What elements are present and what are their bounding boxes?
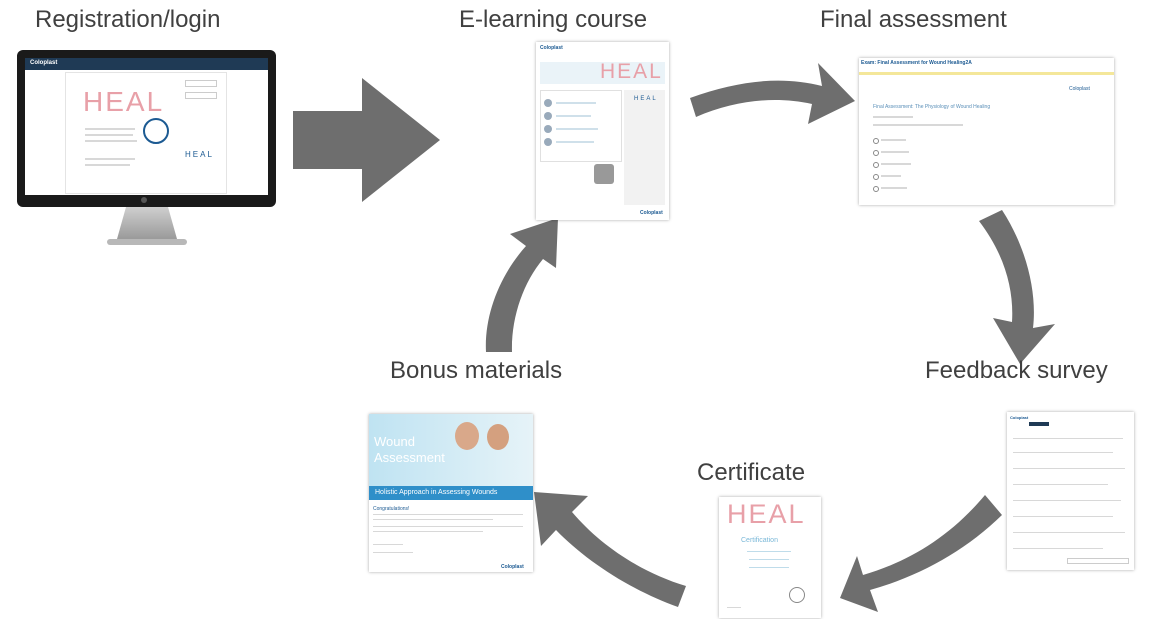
elearning-sidebar <box>624 90 665 205</box>
radio-option[interactable] <box>873 138 879 144</box>
label-assessment: Final assessment <box>820 6 1007 33</box>
certificate-heal: HEAL <box>727 499 806 529</box>
password-field[interactable] <box>185 92 217 99</box>
label-feedback: Feedback survey <box>925 357 1108 384</box>
arrow-registration-to-elearning <box>293 78 440 202</box>
bonus-title-1: Wound <box>374 434 415 449</box>
video-thumbnail[interactable] <box>594 164 614 184</box>
arrow-feedback-to-certificate <box>840 495 1002 612</box>
bonus-congrats: Congratulations! <box>373 506 410 512</box>
arrow-elearning-to-assessment <box>690 63 855 124</box>
elearning-screenshot: Coloplast HEAL HEAL Coloplast <box>536 42 669 220</box>
arrow-bonus-to-elearning <box>485 218 558 352</box>
assessment-screenshot: Exam: Final Assessment for Wound Healing… <box>859 58 1114 205</box>
person-face <box>487 424 509 450</box>
monitor-stand <box>117 207 177 239</box>
assessment-yellow-bar <box>859 72 1114 75</box>
assessment-heading: Final Assessment: The Physiology of Woun… <box>873 104 991 110</box>
feedback-screenshot: Coloplast <box>1007 412 1134 570</box>
module-icon <box>544 125 552 133</box>
arrow-assessment-to-feedback <box>979 210 1055 364</box>
feedback-buttons[interactable] <box>1067 558 1129 564</box>
label-elearning: E-learning course <box>459 6 648 33</box>
bonus-banner-text: Holistic Approach in Assessing Wounds <box>375 489 498 496</box>
radio-option[interactable] <box>873 150 879 156</box>
bonus-brand: Coloplast <box>501 564 524 570</box>
label-registration: Registration/login <box>35 6 221 33</box>
module-list <box>540 90 622 162</box>
screen-topbar <box>25 58 268 70</box>
heal-logo: HEAL <box>83 86 165 117</box>
assessment-title: Exam: Final Assessment for Wound Healing… <box>861 60 972 66</box>
heal-small: HEAL <box>185 150 214 159</box>
module-icon <box>544 99 552 107</box>
elearning-brand: Coloplast <box>540 45 563 51</box>
monitor: Coloplast HEAL HEAL <box>17 50 276 250</box>
person-face <box>455 422 479 450</box>
monitor-base <box>107 239 187 245</box>
label-certificate: Certificate <box>697 459 806 486</box>
login-panel <box>65 72 227 194</box>
bonus-title-2: Assessment <box>374 450 445 465</box>
feedback-tab[interactable] <box>1029 422 1049 426</box>
radio-option[interactable] <box>873 174 879 180</box>
assessment-brand: Coloplast <box>1069 86 1090 92</box>
monitor-bezel: Coloplast HEAL HEAL <box>17 50 276 207</box>
radio-option[interactable] <box>873 162 879 168</box>
arrow-certificate-to-bonus <box>534 492 686 607</box>
elearning-heal: HEAL <box>600 60 663 83</box>
certificate-seal <box>789 587 805 603</box>
screen-brand: Coloplast <box>30 60 58 66</box>
elearning-banner <box>540 62 665 84</box>
radio-option[interactable] <box>873 186 879 192</box>
bonus-screenshot: Wound Assessment Holistic Approach in As… <box>369 414 533 572</box>
bonus-banner <box>369 486 533 500</box>
module-icon <box>544 138 552 146</box>
feedback-brand: Coloplast <box>1010 415 1029 420</box>
label-bonus: Bonus materials <box>390 357 563 384</box>
module-icon <box>544 112 552 120</box>
sidebar-heal: HEAL <box>634 96 658 102</box>
elearning-footer-brand: Coloplast <box>640 210 663 216</box>
certificate-screenshot: HEAL Certification <box>719 497 821 618</box>
ewma-badge <box>143 118 169 144</box>
apple-logo-icon <box>141 197 147 203</box>
certificate-title: Certification <box>741 537 778 544</box>
login-field[interactable] <box>185 80 217 87</box>
bonus-photo <box>369 414 533 486</box>
monitor-screen: Coloplast HEAL HEAL <box>25 58 268 195</box>
